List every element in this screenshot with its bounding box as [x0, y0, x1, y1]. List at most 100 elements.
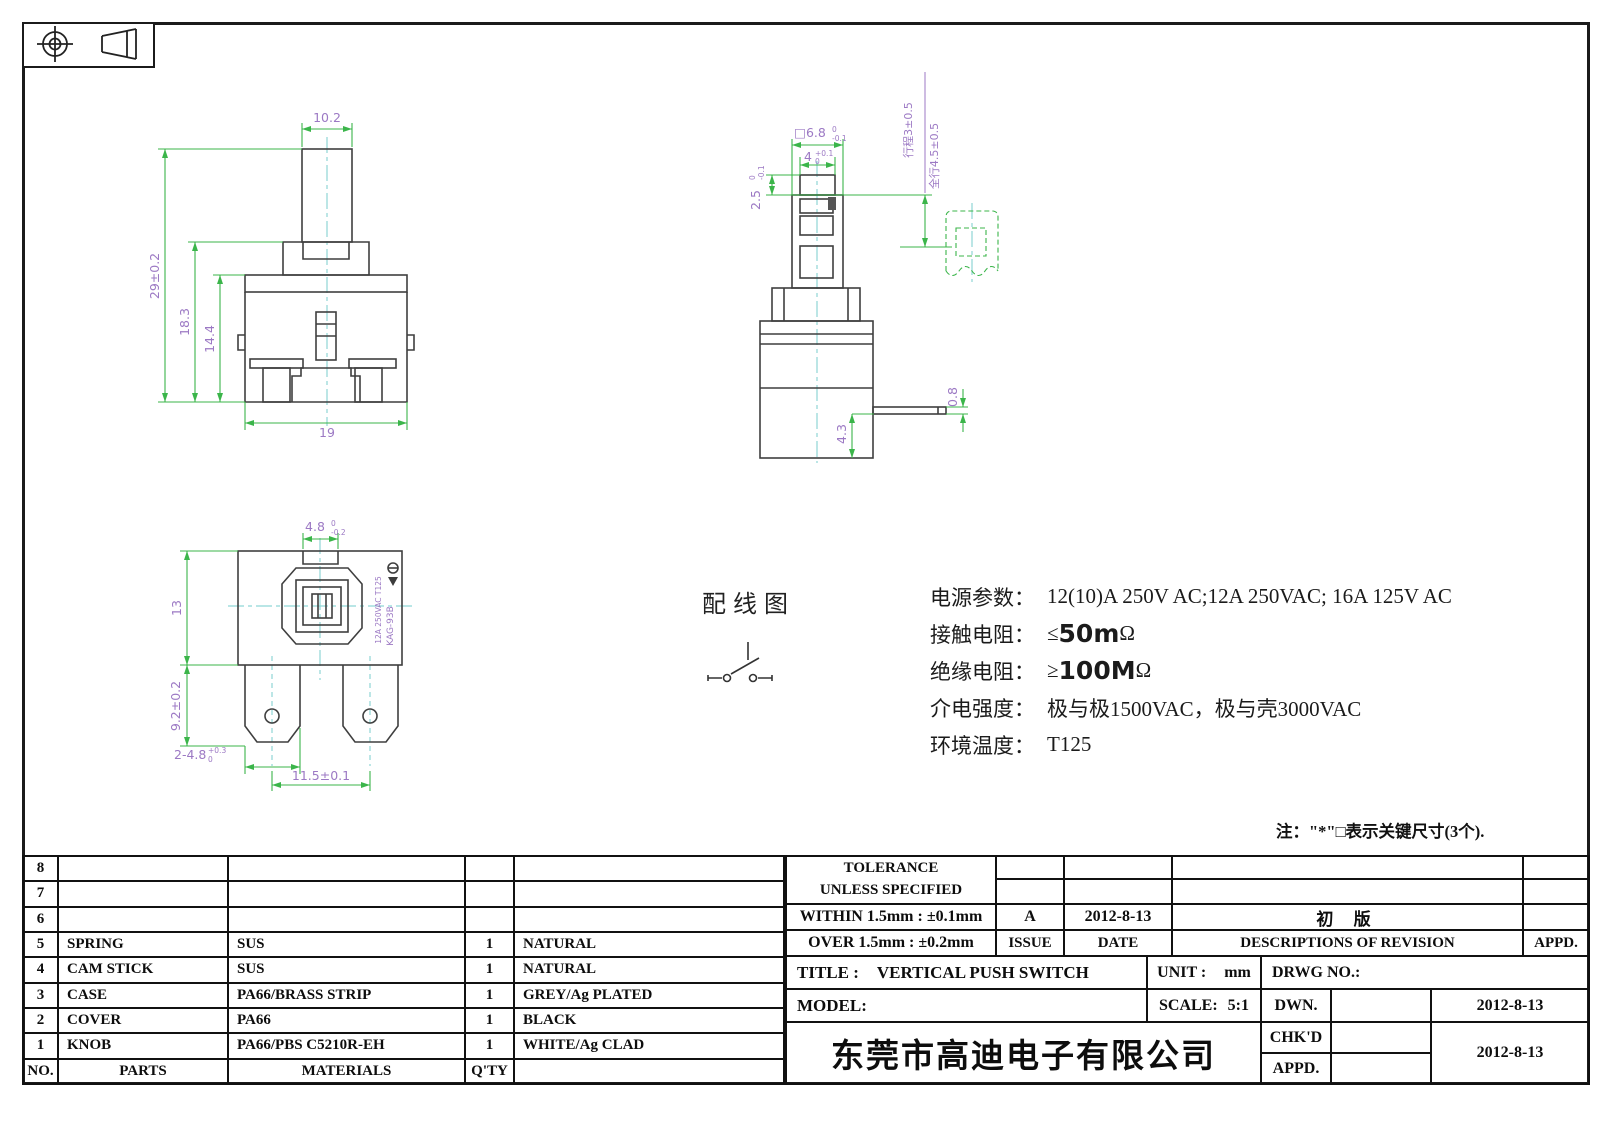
appd-signature-cell: [1332, 1054, 1432, 1085]
parts-header-materials: MATERIALS: [229, 1059, 466, 1085]
parts-header-no: NO.: [24, 1059, 59, 1085]
parts-row-finish: GREY/Ag PLATED: [515, 983, 785, 1009]
spec-dielectric: 介电强度： 极与极1500VAC，极与壳3000VAC: [930, 689, 1530, 726]
dwn-signature-cell: [1332, 990, 1432, 1023]
spec-contact-post: Ω: [1119, 621, 1135, 645]
parts-row-finish: BLACK: [515, 1009, 785, 1035]
unit-value: mm: [1224, 963, 1251, 981]
dim-stem-tol-bot: 0: [815, 157, 820, 166]
electrical-specs: 电源参数： 12(10)A 250V AC;12A 250VAC; 16A 12…: [930, 578, 1530, 763]
spec-temperature-label: 环境温度：: [930, 733, 1035, 758]
dim-stem-h-tol-bot: -0.1: [757, 165, 766, 180]
parts-table: 8 7 6 5 SPRING SUS 1 NATURAL 4 CAM STICK…: [22, 855, 785, 1085]
parts-row-finish: NATURAL: [515, 958, 785, 984]
key-dimension-note: 注："*"□表示关键尺寸(3个).: [1276, 822, 1485, 841]
tolerance-within: WITHIN 1.5mm : ±0.1mm: [787, 905, 997, 931]
spec-dielectric-value: 极与极1500VAC，极与壳3000VAC: [1047, 696, 1362, 721]
bottom-view-dimension-lines: [180, 533, 371, 791]
parts-row-material: SUS: [229, 933, 466, 959]
dim-terminal-height: 9.2±0.2: [168, 681, 183, 731]
title-value: VERTICAL PUSH SWITCH: [876, 962, 1089, 982]
dim-notch-tol-top: 0: [331, 519, 336, 528]
spec-power: 电源参数： 12(10)A 250V AC;12A 250VAC; 16A 12…: [930, 578, 1530, 615]
front-view-outline: [237, 148, 415, 403]
front-view-dimension-lines: [158, 123, 408, 430]
parts-row-qty: [466, 857, 515, 883]
spec-contact-label: 接触电阻：: [930, 622, 1035, 647]
parts-row-part: [59, 882, 229, 908]
tolerance-over: OVER 1.5mm : ±0.2mm: [787, 931, 997, 957]
company-name: 东莞市高迪电子有限公司: [787, 1023, 1262, 1085]
dwn-date: 2012-8-13: [1432, 990, 1590, 1023]
chkd-signature-cell: [1332, 1023, 1432, 1054]
issue-label: ISSUE: [997, 931, 1065, 957]
dim-square-tol-top: 0: [832, 125, 837, 134]
parts-row-material: [229, 882, 466, 908]
bottom-view-outline: [237, 550, 403, 743]
revision-cell-empty: [1065, 857, 1173, 880]
full-travel-dimension-text: 全行4.5±0.5: [927, 123, 941, 189]
parts-row-finish: [515, 907, 785, 933]
parts-row-no: 2: [24, 1009, 59, 1035]
parts-row-material: PA66: [229, 1009, 466, 1035]
parts-header-parts: PARTS: [59, 1059, 229, 1085]
revision-cell-empty: [997, 880, 1065, 905]
spec-contact-resistance: 接触电阻： ≤ 50m Ω: [930, 615, 1530, 652]
bottom-view-drawing: 12A 250VAC T125 KAG-93B 4.8 0 -0.2 13 9.…: [168, 519, 412, 791]
spec-contact-pre: ≤: [1047, 621, 1059, 645]
side-view-outline: [759, 174, 947, 459]
parts-row-qty: 1: [466, 958, 515, 984]
parts-row-part: [59, 907, 229, 933]
parts-row-no: 1: [24, 1034, 59, 1060]
tolerance-line2: UNLESS SPECIFIED: [819, 882, 963, 898]
parts-row-finish: [515, 857, 785, 883]
dim-stem: 4: [804, 149, 812, 164]
dim-width-bottom: 19: [319, 425, 335, 440]
model-cell: MODEL:: [787, 990, 1148, 1023]
parts-row-part: [59, 857, 229, 883]
spec-power-label: 电源参数：: [930, 585, 1035, 610]
title-cell: TITLE : VERTICAL PUSH SWITCH: [787, 957, 1148, 990]
parts-row-part: CAM STICK: [59, 958, 229, 984]
spec-insulation-resistance: 绝缘电阻： ≥ 100M Ω: [930, 652, 1530, 689]
parts-row-no: 3: [24, 983, 59, 1009]
parts-row-material: [229, 857, 466, 883]
spec-contact-value: 50m: [1058, 619, 1120, 648]
dim-terminal-width-tol-bot: 0: [208, 755, 213, 764]
parts-row-material: PA66/PBS C5210R-EH: [229, 1034, 466, 1060]
dim-terminal-width: 2-4.8: [174, 747, 206, 762]
parts-header-qty: Q'TY: [466, 1059, 515, 1085]
side-view-dimension-lines: [766, 139, 968, 458]
chkd-label: CHK'D: [1262, 1023, 1332, 1054]
dim-pin-offset: 4.3: [834, 424, 849, 444]
parts-row-part: COVER: [59, 1009, 229, 1035]
descriptions-of-revision-label: DESCRIPTIONS OF REVISION: [1173, 931, 1524, 957]
appd-label-2: APPD.: [1262, 1054, 1332, 1085]
parts-row-part: CASE: [59, 983, 229, 1009]
unit-cell: UNIT : mm: [1148, 957, 1262, 990]
dwn-label: DWN.: [1262, 990, 1332, 1023]
travel-dimension-text: 行程3±0.5: [902, 102, 915, 158]
dim-pin-thickness: 0.8: [945, 387, 960, 407]
spec-temperature-value: T125: [1047, 732, 1092, 756]
chk-date: 2012-8-13: [1432, 1023, 1590, 1085]
parts-row-part: KNOB: [59, 1034, 229, 1060]
spec-insulation-post: Ω: [1135, 658, 1152, 682]
revision-issue-value: A: [997, 905, 1065, 931]
parts-row-material: PA66/BRASS STRIP: [229, 983, 466, 1009]
dim-square: □6.8: [794, 125, 826, 140]
parts-row-no: 6: [24, 907, 59, 933]
parts-row-qty: 1: [466, 1034, 515, 1060]
revision-cell-empty: [1524, 880, 1590, 905]
revision-cell-empty: [1065, 880, 1173, 905]
spec-insulation-pre: ≥: [1047, 658, 1059, 682]
drwg-no-cell: DRWG NO.:: [1262, 957, 1590, 990]
scale-label: SCALE:: [1158, 996, 1218, 1014]
revision-description: 初 版: [1173, 905, 1524, 931]
spec-insulation-label: 绝缘电阻：: [930, 659, 1035, 684]
parts-row-no: 7: [24, 882, 59, 908]
front-view-drawing: 10.2 29±0.2 18.3 14.4 19: [147, 110, 415, 440]
dim-width-top: 10.2: [313, 110, 341, 125]
title-block: TOLERANCE UNLESS SPECIFIED WITHIN 1.5mm …: [785, 855, 1590, 1085]
